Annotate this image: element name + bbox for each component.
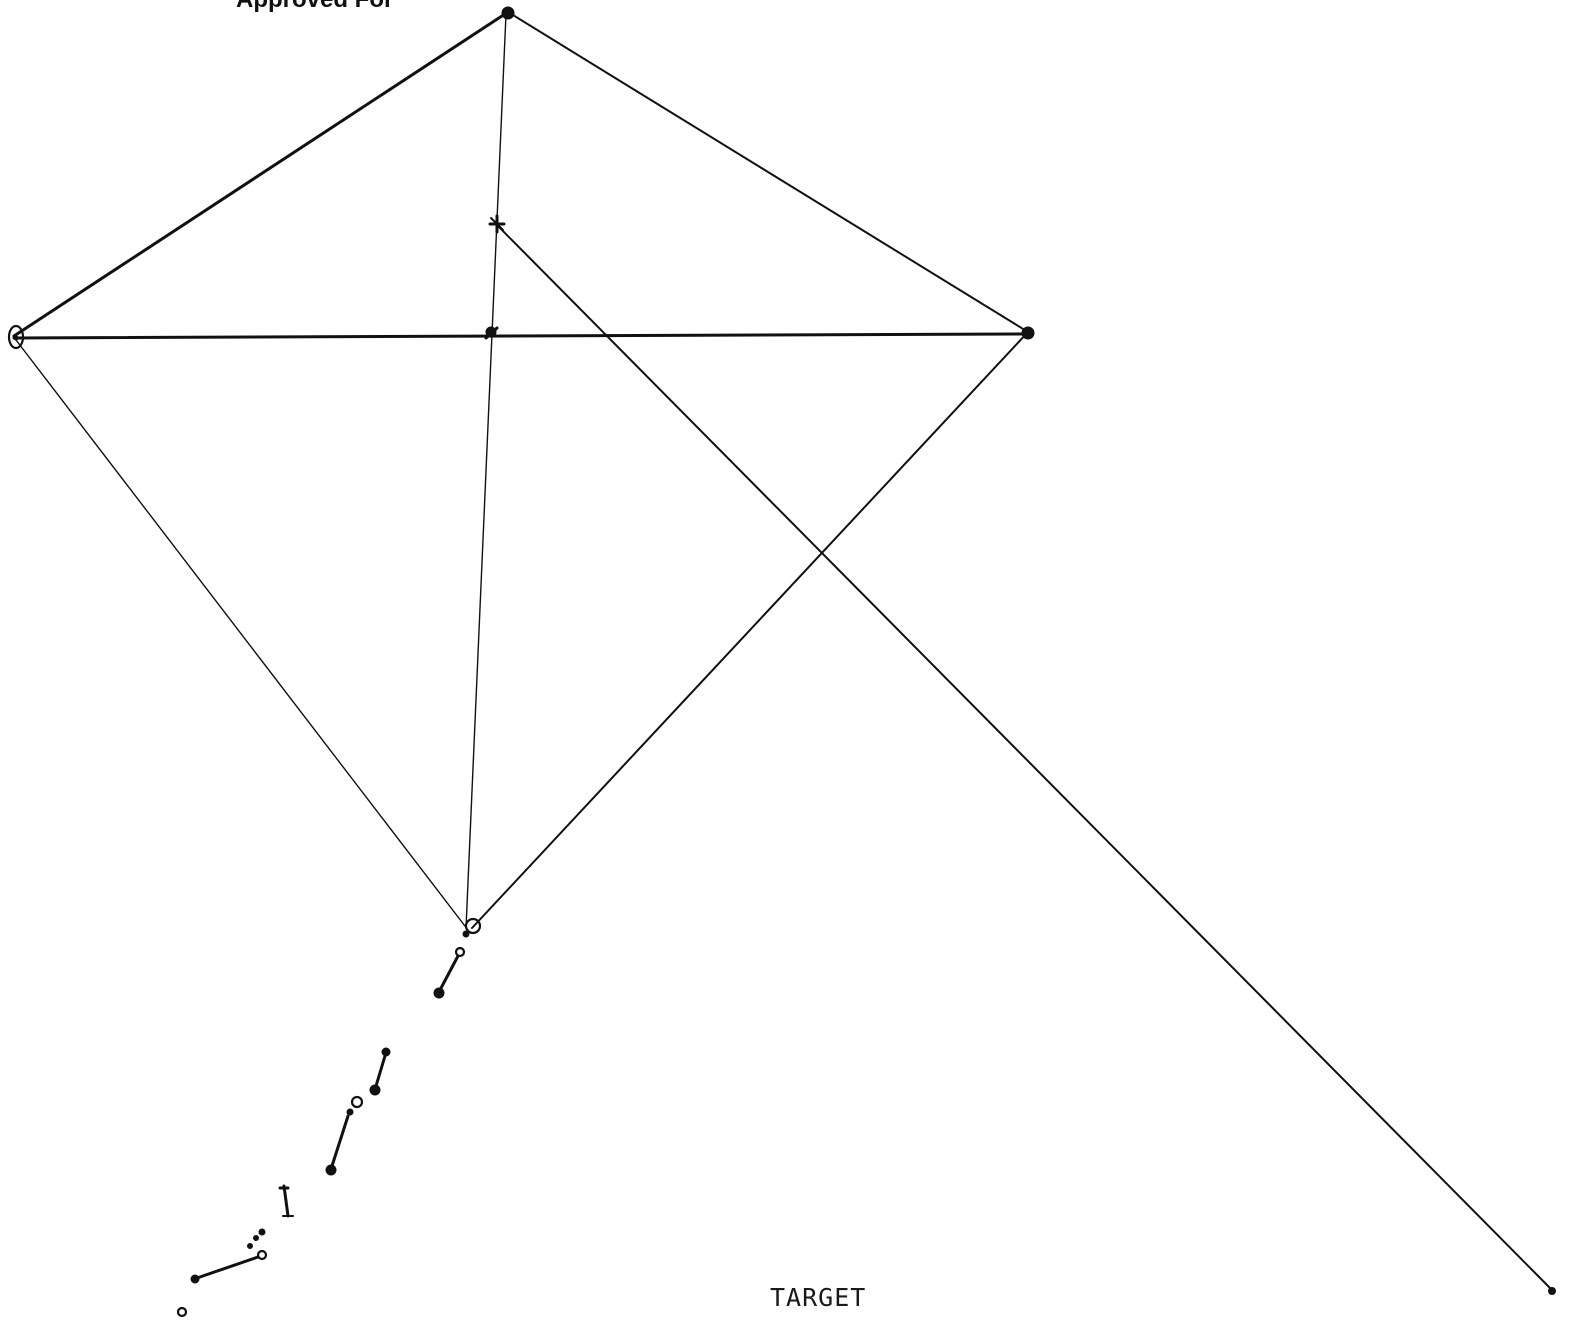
edge-top-right [507, 11, 1029, 333]
track-segment-4 [278, 1184, 294, 1218]
left-vertex-icon [7, 324, 25, 350]
vertical-axis [465, 13, 507, 929]
track-segment-3 [325, 1095, 364, 1176]
small-ring-icon [176, 1306, 188, 1318]
track-segment-5 [190, 1228, 268, 1284]
track-segment-2 [369, 1047, 391, 1096]
long-diagonal [495, 223, 1553, 1291]
edge-right-bottom [471, 331, 1029, 929]
horizontal-axis [12, 332, 1030, 340]
target-caption: TARGET [770, 1283, 867, 1312]
bottom-vertex-icon [464, 917, 482, 935]
star-mark-icon [488, 214, 506, 234]
track-segment-1 [433, 946, 466, 999]
center-mark-icon [484, 326, 499, 340]
right-vertex-ring [1022, 327, 1034, 339]
left-vertex-inner [13, 335, 19, 341]
edge-left-bottom [15, 339, 469, 931]
bottom-vertex-dot [462, 930, 470, 938]
header-text: Approved For [236, 0, 393, 14]
edge-top-left [12, 10, 510, 338]
far-end-icon [1548, 1287, 1556, 1295]
top-vertex-icon [501, 6, 515, 20]
